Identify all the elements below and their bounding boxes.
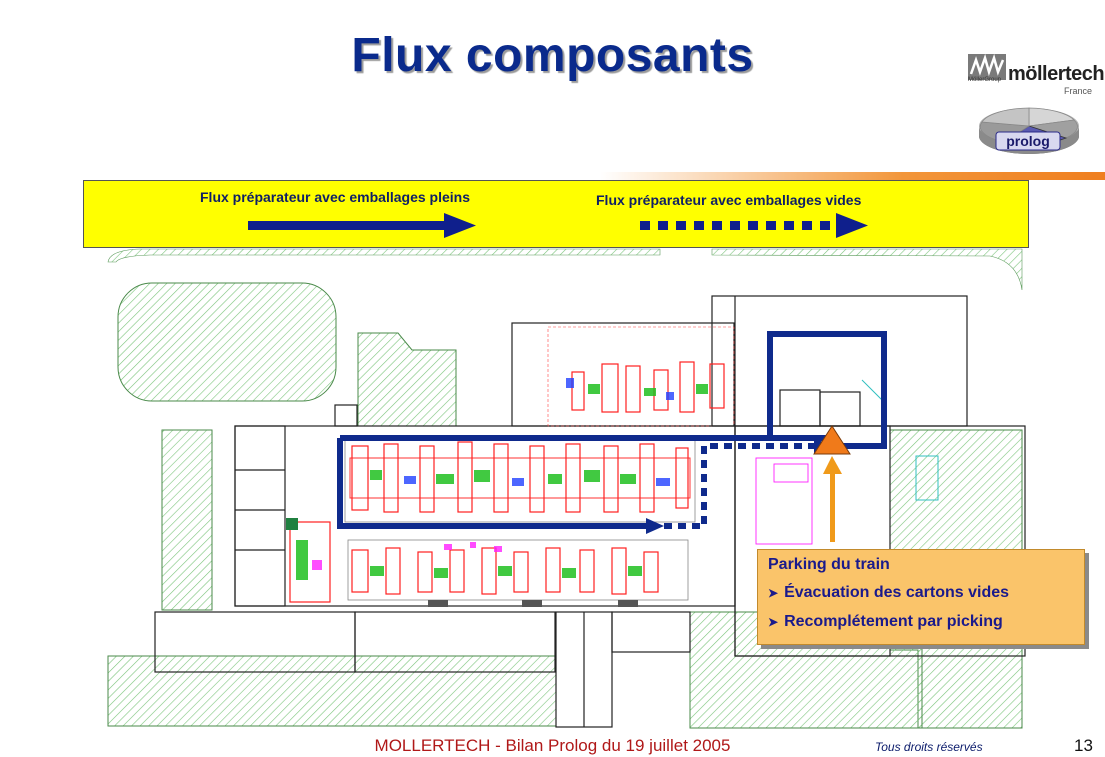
- green-space-left-strip: [161, 429, 213, 611]
- brand-group-name: MöllerGroup: [968, 77, 1002, 83]
- callout-item: ➤ Évacuation des cartons vides: [768, 584, 1074, 602]
- callout-item: ➤ Recomplétement par picking: [768, 613, 1074, 631]
- building-outlines: [154, 295, 1026, 728]
- brand-name: möllertech: [1008, 63, 1105, 85]
- arrow-bullet-icon: ➤: [768, 615, 779, 629]
- arrow-bullet-icon: ➤: [768, 586, 779, 600]
- legend-full-flow-label: Flux préparateur avec emballages pleins: [200, 189, 471, 205]
- cyan-zone: [915, 455, 939, 501]
- green-space-top: [107, 248, 1023, 291]
- dashed-flow-arrow-icon: [640, 213, 868, 238]
- page-number: 13: [1074, 736, 1093, 755]
- green-space-rounded: [117, 282, 337, 402]
- full-packaging-flow-path: [337, 331, 887, 534]
- legend-empty-flow-label: Flux préparateur avec emballages vides: [596, 192, 862, 208]
- brand-mark-icon: [968, 53, 1006, 80]
- header-accent-band: [600, 172, 1105, 180]
- train-parking-callout: Parking du train ➤ Évacuation des cartons…: [757, 549, 1085, 645]
- green-space-bottom-left: [107, 655, 557, 727]
- production-line-upper: [344, 435, 696, 523]
- callout-title: Parking du train: [768, 556, 890, 573]
- production-line-top: [566, 361, 725, 413]
- callout-item-label: Recomplétement par picking: [784, 613, 1003, 630]
- company-logo: möllertech MöllerGroup: [968, 52, 1105, 88]
- footer-text: MOLLERTECH - Bilan Prolog du 19 juillet …: [374, 736, 731, 755]
- green-space-left: [357, 332, 457, 427]
- callout-item-label: Évacuation des cartons vides: [784, 584, 1010, 601]
- footer-rights: Tous droits réservés: [875, 740, 983, 754]
- prolog-pie-logo: prolog: [979, 107, 1079, 154]
- flow-legend: Flux préparateur avec emballages pleins …: [83, 180, 1029, 248]
- brand-country: France: [1064, 86, 1093, 96]
- production-line-lower: [347, 539, 689, 607]
- storage-zone: [755, 457, 813, 545]
- machine-left-group: [286, 518, 331, 603]
- solid-flow-arrow-icon: [248, 213, 476, 238]
- prolog-product-name: prolog: [1006, 133, 1050, 149]
- slide-title: Flux composants: [351, 29, 754, 82]
- train-parking-marker: [813, 425, 851, 542]
